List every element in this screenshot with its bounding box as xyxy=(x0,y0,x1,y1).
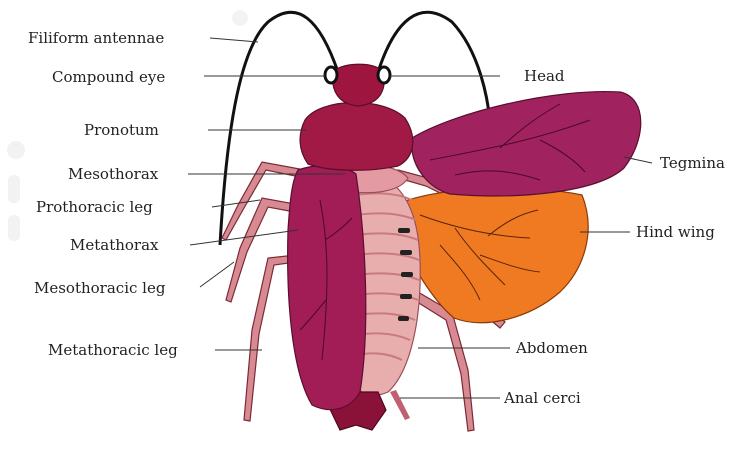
label-tegmina: Tegmina xyxy=(660,154,725,172)
head xyxy=(333,64,385,106)
label-hind-wing: Hind wing xyxy=(636,223,715,241)
label-compound-eye: Compound eye xyxy=(52,68,165,86)
label-anal-cerci: Anal cerci xyxy=(503,389,581,407)
label-prothoracic-leg: Prothoracic leg xyxy=(36,198,153,216)
label-metathorax: Metathorax xyxy=(70,236,159,254)
label-pronotum: Pronotum xyxy=(84,121,159,139)
right-antenna xyxy=(378,12,490,122)
label-head: Head xyxy=(524,67,565,85)
label-abdomen: Abdomen xyxy=(515,339,588,357)
label-mesothorax: Mesothorax xyxy=(68,165,159,183)
label-metathoracic-leg: Metathoracic leg xyxy=(48,341,178,359)
pronotum xyxy=(300,102,413,170)
cercus-right xyxy=(390,390,410,420)
label-filiform-antennae: Filiform antennae xyxy=(28,29,164,47)
label-mesothoracic-leg: Mesothoracic leg xyxy=(34,279,166,297)
tegmina-right xyxy=(412,92,641,196)
